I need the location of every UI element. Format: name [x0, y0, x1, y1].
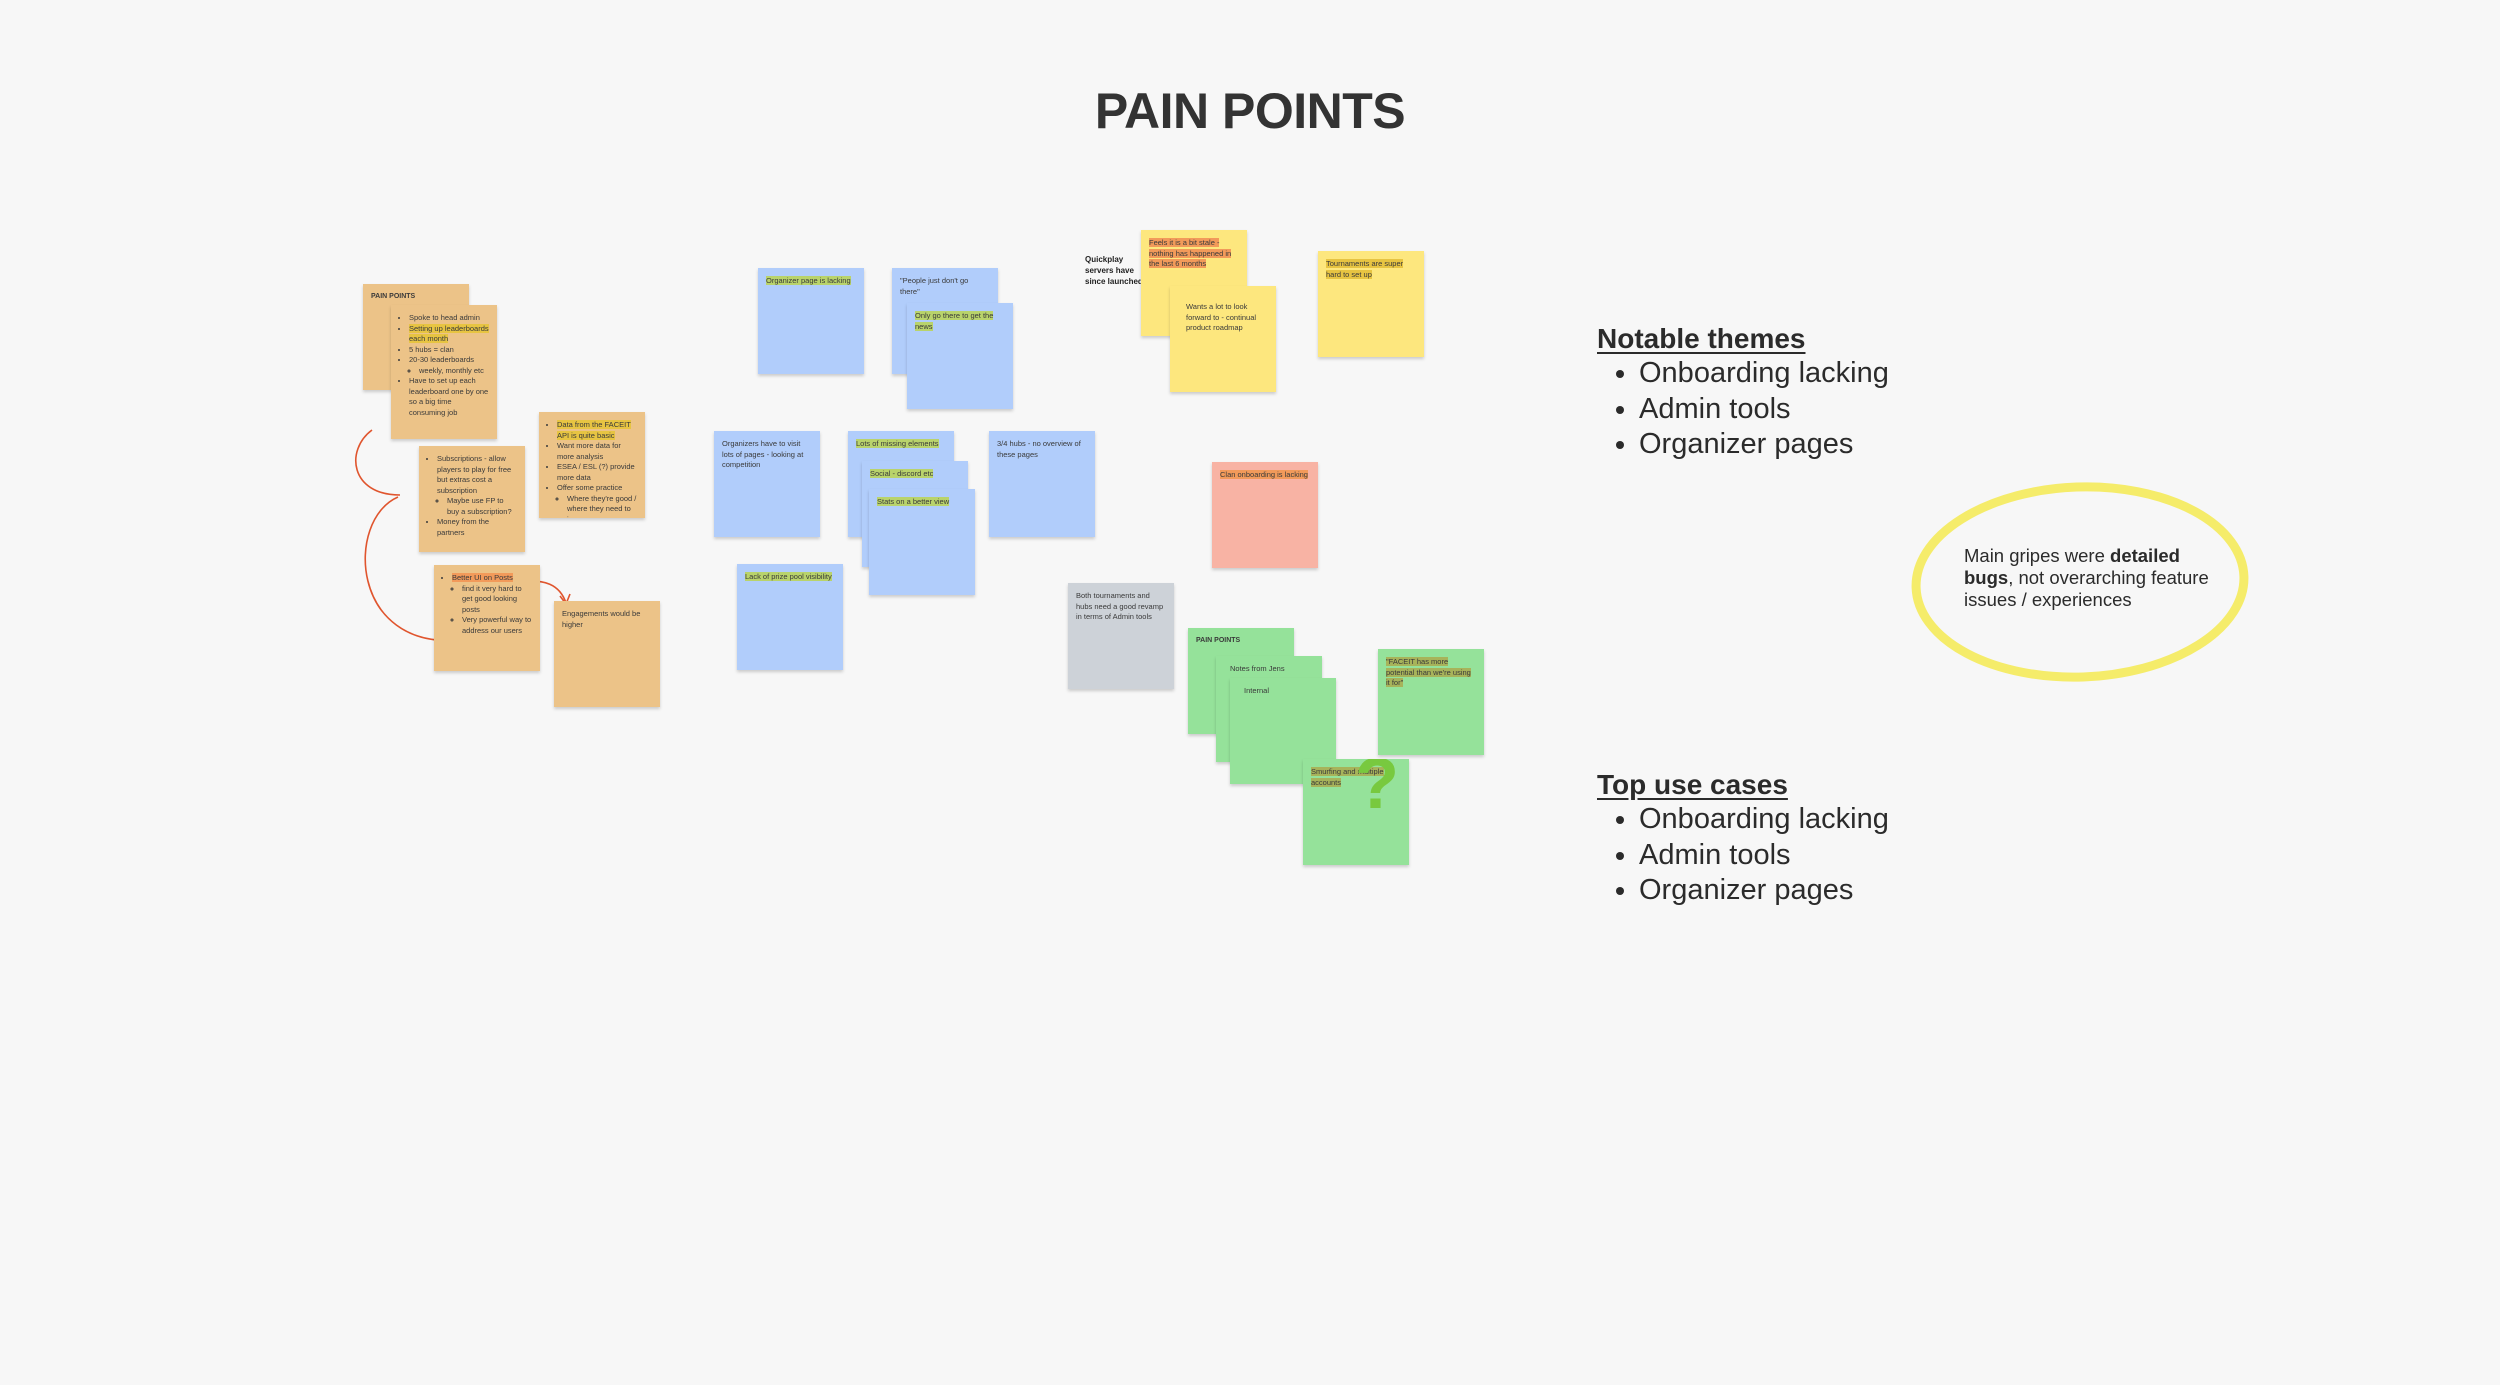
sticky-note[interactable]: "FACEIT has more potential than we're us…: [1378, 649, 1484, 755]
note-bullet: Subscriptions - allow players to play fo…: [437, 454, 512, 495]
note-text: Clan onboarding is lacking: [1220, 470, 1308, 479]
notable-themes-section: Notable themes Onboarding lacking Admin …: [1597, 322, 1889, 463]
note-text: Lack of prize pool visibility: [745, 572, 832, 581]
note-bullet: 20-30 leaderboards: [409, 355, 475, 364]
note-bullet: Spoke to head admin: [409, 313, 489, 324]
note-sub-bullet: Very powerful way to address our users: [462, 615, 532, 636]
note-bullet: Want more data for more analysis: [557, 441, 637, 462]
sticky-note[interactable]: Organizer page is lacking: [758, 268, 864, 374]
use-case-item: Organizer pages: [1639, 873, 1889, 909]
note-bullet: Offer some practice: [557, 483, 623, 492]
note-text: Organizers have to visit lots of pages -…: [722, 439, 804, 469]
sticky-note[interactable]: Spoke to head admin Setting up leaderboa…: [391, 305, 497, 439]
note-text: Notes from Jens: [1230, 664, 1285, 673]
sticky-note[interactable]: Wants a lot to look forward to - continu…: [1170, 286, 1276, 392]
theme-item: Admin tools: [1639, 392, 1889, 428]
note-text: Organizer page is lacking: [766, 276, 851, 285]
connector-curve: [355, 429, 401, 496]
note-sub-bullet: Maybe use FP to buy a subscription?: [447, 496, 517, 517]
use-case-item: Onboarding lacking: [1639, 802, 1889, 838]
note-sub-bullet: find it very hard to get good looking po…: [462, 584, 532, 616]
note-text: "People just don't go there": [900, 276, 969, 296]
note-text: "FACEIT has more potential than we're us…: [1386, 657, 1471, 687]
note-bullet: ESEA / ESL (?) provide more data: [557, 462, 637, 483]
sticky-note[interactable]: Tournaments are super hard to set up: [1318, 251, 1424, 357]
note-bullet: Data from the FACEIT API is quite basic: [557, 420, 631, 440]
note-bullet: Better UI on Posts: [452, 573, 513, 582]
note-bullet: 5 hubs = clan: [409, 345, 489, 356]
note-text: Tournaments are super hard to set up: [1326, 259, 1404, 279]
sticky-note[interactable]: Lack of prize pool visibility: [737, 564, 843, 670]
theme-item: Onboarding lacking: [1639, 356, 1889, 392]
use-case-item: Admin tools: [1639, 838, 1889, 874]
theme-item: Organizer pages: [1639, 427, 1889, 463]
top-use-cases-heading: Top use cases: [1597, 769, 1788, 800]
note-text: 3/4 hubs - no overview of these pages: [997, 439, 1081, 459]
note-label: Quickplay servers have since launched: [1085, 255, 1143, 286]
note-text: Both tournaments and hubs need a good re…: [1076, 591, 1164, 621]
note-text: Internal: [1244, 686, 1270, 695]
note-text: Stats on a better view: [877, 497, 950, 506]
note-bullet: Have to set up each leaderboard one by o…: [409, 376, 489, 418]
callout-prefix: Main gripes were: [1964, 545, 2111, 566]
note-text: Feels it is a bit stale - nothing has ha…: [1149, 238, 1232, 268]
sticky-note[interactable]: Both tournaments and hubs need a good re…: [1068, 583, 1174, 689]
question-mark-icon: ?: [1355, 759, 1399, 824]
sticky-note[interactable]: Stats on a better view: [869, 489, 975, 595]
sticky-note[interactable]: Data from the FACEIT API is quite basic …: [539, 412, 645, 518]
notable-themes-heading: Notable themes: [1597, 323, 1806, 354]
note-bullet: Setting up leaderboards each month: [409, 323, 489, 343]
sticky-note[interactable]: Only go there to get the news: [907, 303, 1013, 409]
note-text: Wants a lot to look forward to - continu…: [1186, 302, 1257, 332]
sticky-note[interactable]: Better UI on Posts find it very hard to …: [434, 565, 540, 671]
note-text: Lots of missing elements: [856, 439, 939, 448]
callout-bold: detailed bugs: [1964, 545, 2180, 588]
sticky-heading: PAIN POINTS: [1196, 637, 1241, 644]
note-sub-bullet: Where they're good / where they need to …: [567, 494, 637, 519]
sticky-note[interactable]: Smurfing and multiple accounts ?: [1303, 759, 1409, 865]
sticky-note[interactable]: Subscriptions - allow players to play fo…: [419, 446, 525, 552]
sticky-note[interactable]: 3/4 hubs - no overview of these pages: [989, 431, 1095, 537]
sticky-heading: PAIN POINTS: [371, 293, 416, 300]
top-use-cases-section: Top use cases Onboarding lacking Admin t…: [1597, 768, 1889, 909]
note-sub-bullet: weekly, monthly etc: [419, 366, 489, 377]
note-text: Social - discord etc: [870, 469, 934, 478]
sticky-note[interactable]: Organizers have to visit lots of pages -…: [714, 431, 820, 537]
board-title: PAIN POINTS: [1094, 83, 1406, 139]
callout-text: Main gripes were detailed bugs, not over…: [1964, 545, 2224, 611]
note-bullet: Money from the partners: [437, 517, 517, 538]
note-text: Engagements would be higher: [562, 609, 641, 629]
callout-suffix: , not overarching feature issues / exper…: [1964, 567, 2209, 610]
sticky-note[interactable]: Clan onboarding is lacking: [1212, 462, 1318, 568]
sticky-note[interactable]: Engagements would be higher: [554, 601, 660, 707]
note-text: Only go there to get the news: [915, 311, 994, 331]
